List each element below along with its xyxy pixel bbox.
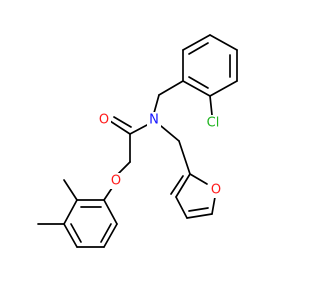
bond <box>103 187 113 201</box>
bond <box>211 196 216 215</box>
bond <box>103 199 118 225</box>
furan-oxygen-atom: O <box>209 182 223 198</box>
bond <box>209 95 213 116</box>
bond <box>63 199 78 225</box>
bond-layer <box>37 34 238 248</box>
bond <box>63 179 78 201</box>
bond <box>70 223 82 243</box>
atom-layer: Cl N O O O <box>97 112 224 198</box>
bond <box>189 173 208 185</box>
molecule-structure: Cl N O O O <box>37 34 238 248</box>
bond <box>113 116 132 128</box>
bond <box>103 223 118 248</box>
ether-oxygen-atom: O <box>109 173 123 189</box>
chlorine-atom-label: Cl <box>207 116 220 131</box>
bond <box>178 140 191 175</box>
chlorine-atom: Cl <box>202 115 224 131</box>
bond <box>158 80 184 96</box>
bond <box>175 196 188 219</box>
bond <box>188 207 209 212</box>
furan-oxygen-atom-label: O <box>211 183 221 198</box>
carbonyl-oxygen-atom: O <box>97 112 111 128</box>
bond <box>209 80 238 97</box>
bond <box>129 124 148 135</box>
bond <box>209 34 238 51</box>
ether-oxygen-atom-label: O <box>111 174 121 189</box>
nitrogen-atom: N <box>147 112 161 128</box>
bond <box>182 80 211 97</box>
bond <box>175 173 191 198</box>
bond <box>186 213 213 219</box>
bond <box>109 120 131 135</box>
bond <box>182 34 211 51</box>
bond <box>117 161 131 175</box>
bond <box>160 125 180 142</box>
bond <box>188 42 209 55</box>
nitrogen-atom-label: N <box>149 113 159 128</box>
bond <box>170 175 184 195</box>
bond <box>100 223 112 243</box>
bond <box>63 223 78 248</box>
bond <box>153 94 160 114</box>
molecule-canvas: Cl N O O O <box>37 34 238 248</box>
bond <box>188 76 209 89</box>
carbonyl-oxygen-atom-label: O <box>99 113 109 128</box>
